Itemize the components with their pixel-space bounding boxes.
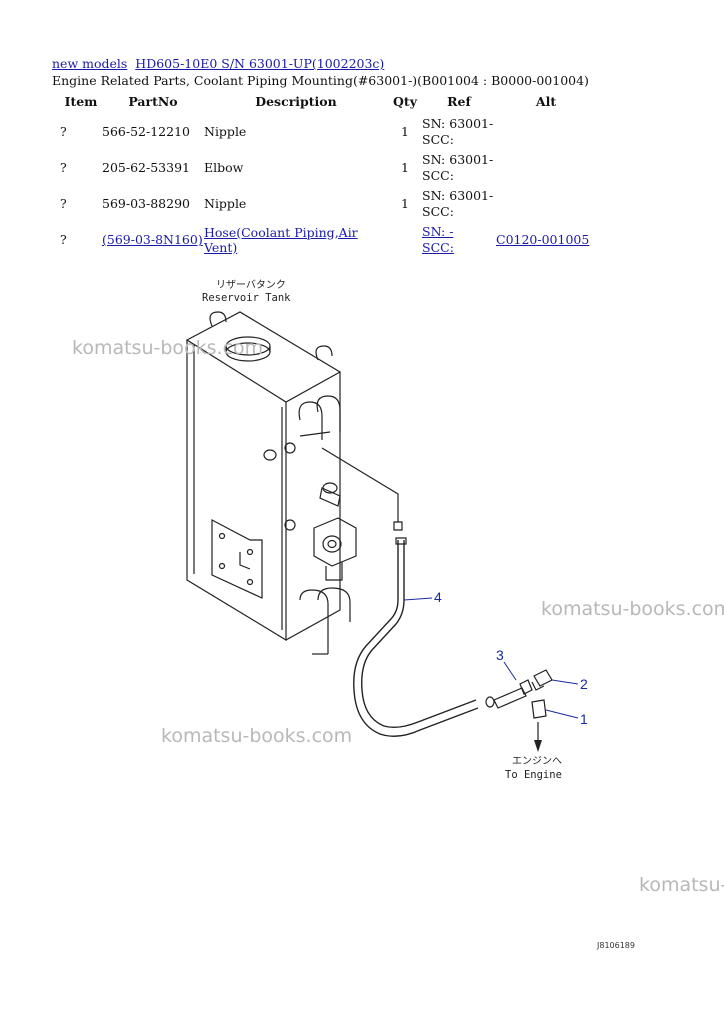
fitting-2-elbow	[533, 669, 553, 687]
ref-scc: SCC:	[422, 131, 454, 147]
fitting-3	[493, 687, 527, 709]
ref-sn: SN: 63001-	[422, 188, 494, 203]
row-item: ?	[60, 124, 67, 140]
parts-diagram: 4 2 1 3 リザーバタンク Reservoir Tank エンジンへ To …	[185, 279, 588, 781]
row-alt	[496, 150, 596, 186]
header-ref: Ref	[447, 94, 471, 109]
engine-label-en: To Engine	[505, 769, 562, 781]
row-alt	[496, 186, 596, 222]
header-qty: Qty	[393, 94, 417, 110]
row-item: ?	[60, 232, 67, 248]
watermark-3: komatsu-books.com	[161, 725, 353, 747]
row-partno: 566-52-12210	[102, 124, 190, 140]
row-item: ?	[60, 196, 67, 212]
coolant-hose	[353, 540, 479, 737]
ref-sn: SN: 63001-	[422, 116, 494, 131]
row-ref: SN: -SCC:	[422, 222, 496, 258]
ref-scc: SCC:	[422, 167, 454, 183]
row-alt	[496, 114, 596, 150]
row-item: ?	[60, 160, 67, 176]
ref-link[interactable]: SN: -SCC:	[422, 224, 454, 255]
figure-id: J8106189	[597, 941, 635, 950]
row-description: Hose(Coolant Piping,Air Vent)	[204, 222, 388, 258]
fitting-1-nipple	[531, 699, 547, 719]
row-qty	[388, 222, 422, 258]
row-partno: (569-03-8N160)	[102, 222, 204, 258]
partno-link[interactable]: (569-03-8N160)	[102, 232, 203, 248]
watermark-2: komatsu-books.com	[541, 598, 724, 620]
ref-sn: SN: -	[422, 224, 454, 239]
tank-label-jp: リザーバタンク	[216, 279, 286, 291]
breadcrumb-link-new-models[interactable]: new models	[52, 56, 128, 71]
row-qty: 1	[401, 196, 409, 212]
callout-3: 3	[496, 647, 504, 663]
row-description: Elbow	[204, 160, 244, 176]
table-row: ? (569-03-8N160) Hose(Coolant Piping,Air…	[52, 222, 596, 258]
breadcrumb-link-model[interactable]: HD605-10E0 S/N 63001-UP(1002203c)	[135, 56, 385, 71]
watermark-4: komatsu-books.com	[639, 874, 724, 896]
row-ref: SN: 63001-SCC:	[422, 186, 496, 222]
header-alt: Alt	[535, 94, 557, 110]
ref-scc: SCC:	[422, 203, 454, 219]
table-row: ? 566-52-12210 Nipple 1 SN: 63001-SCC:	[52, 114, 596, 150]
row-qty: 1	[401, 160, 409, 176]
description-link[interactable]: Hose(Coolant Piping,Air Vent)	[204, 224, 358, 255]
callout-4: 4	[434, 589, 442, 605]
table-header-row: Item PartNo Description Qty Ref Alt	[52, 92, 596, 114]
callout-1: 1	[580, 711, 588, 727]
parts-table: Item PartNo Description Qty Ref Alt ? 56…	[52, 92, 596, 258]
header-description: Description	[255, 94, 337, 110]
header-partno: PartNo	[128, 94, 178, 110]
alt-link[interactable]: C0120-001005	[496, 232, 590, 248]
row-qty: 1	[401, 124, 409, 140]
row-ref: SN: 63001-SCC:	[422, 150, 496, 186]
arrow-down-icon	[534, 740, 542, 752]
ref-sn: SN: 63001-	[422, 152, 494, 167]
ref-scc: SCC:	[422, 239, 454, 255]
row-description: Nipple	[204, 196, 247, 212]
row-alt: C0120-001005	[496, 222, 596, 258]
tank-label-en: Reservoir Tank	[202, 292, 291, 304]
watermark-1: komatsu-books.com	[72, 337, 264, 359]
table-row: ? 569-03-88290 Nipple 1 SN: 63001-SCC:	[52, 186, 596, 222]
header-item: Item	[64, 94, 98, 110]
page-title: Engine Related Parts, Coolant Piping Mou…	[52, 73, 589, 88]
breadcrumb: new models HD605-10E0 S/N 63001-UP(10022…	[52, 56, 388, 71]
row-partno: 205-62-53391	[102, 160, 190, 176]
row-description: Nipple	[204, 124, 247, 140]
engine-label-jp: エンジンへ	[512, 756, 562, 767]
table-row: ? 205-62-53391 Elbow 1 SN: 63001-SCC:	[52, 150, 596, 186]
callout-2: 2	[580, 676, 588, 692]
row-partno: 569-03-88290	[102, 196, 190, 212]
row-ref: SN: 63001-SCC:	[422, 114, 496, 150]
